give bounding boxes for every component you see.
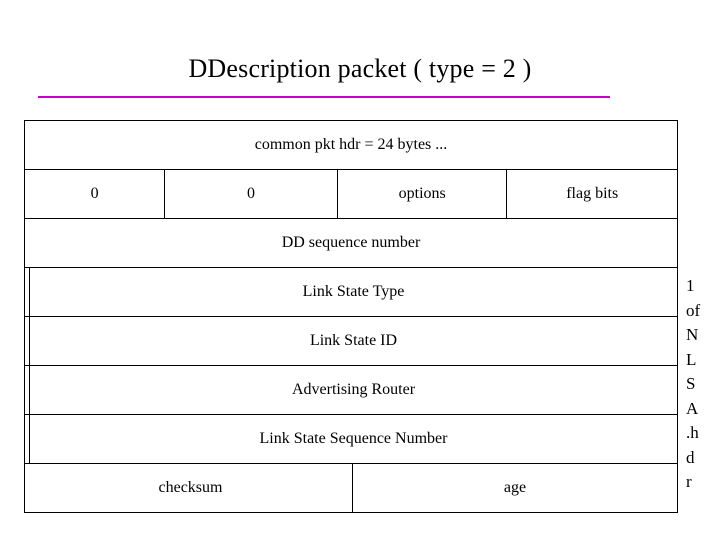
page-title: DDescription packet ( type = 2 )	[0, 52, 720, 86]
checksum-age-row: checksum age	[25, 464, 677, 512]
caption-line-8: d	[686, 447, 695, 467]
caption-line-6: A	[686, 398, 699, 418]
caption-line-5: S	[686, 374, 696, 393]
packet-format-diagram: common pkt hdr = 24 bytes ... 0 0 option…	[24, 120, 678, 513]
dd-sequence-cell: DD sequence number	[281, 234, 421, 251]
common-header-cell: common pkt hdr = 24 bytes ...	[254, 136, 448, 153]
page-title-text: DDescription packet ( type = 2 )	[188, 54, 532, 83]
link-state-type-cell: Link State Type	[29, 268, 677, 316]
fields-row: 0 0 options flag bits	[25, 170, 677, 219]
caption-line-7: .h	[686, 423, 699, 442]
field-cell-flag-bits: flag bits	[566, 185, 619, 202]
common-header-row: common pkt hdr = 24 bytes ...	[25, 121, 677, 170]
advertising-router-row: Advertising Router	[25, 366, 677, 415]
field-cell-zero-1: 0	[25, 170, 166, 218]
link-state-sequence-number-cell: Link State Sequence Number	[29, 415, 677, 463]
link-state-id-row: Link State ID	[25, 317, 677, 366]
caption-line-4: L	[686, 349, 697, 369]
checksum-cell: checksum	[29, 464, 353, 512]
caption-line-9: r	[686, 472, 692, 491]
age-cell: age	[503, 479, 527, 496]
link-state-sequence-number-row: Link State Sequence Number	[25, 415, 677, 464]
link-state-type-row: Link State Type	[25, 268, 677, 317]
field-cell-options: options	[338, 170, 508, 218]
caption-line-3: N	[686, 325, 699, 344]
nlsa-header-caption: 1 of N L S A .h d r	[686, 274, 718, 495]
link-state-id-cell: Link State ID	[29, 317, 677, 365]
title-underline-rule	[38, 96, 610, 98]
dd-sequence-row: DD sequence number	[25, 219, 677, 268]
field-cell-zero-2: 0	[165, 170, 338, 218]
caption-line-1: 1	[686, 276, 695, 295]
caption-line-2: of	[686, 300, 701, 320]
advertising-router-cell: Advertising Router	[29, 366, 677, 414]
